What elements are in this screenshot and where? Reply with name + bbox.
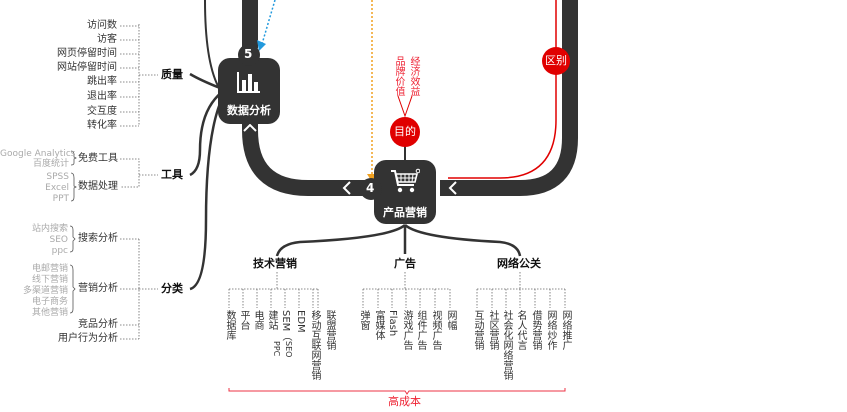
ads-label: 广告 [394, 257, 416, 270]
node-title: 数据分析 [227, 104, 271, 117]
quality-item: 退出率 [87, 91, 117, 102]
shopping-cart-icon [391, 168, 420, 193]
pr-item: 互动营销 [472, 310, 483, 350]
tool-sub-item: 百度统计 [32, 159, 69, 169]
tool-sub-item: SPSS [46, 172, 69, 182]
tech-item: 建站 [266, 310, 277, 330]
tech-item-sem: SEM（ [280, 310, 291, 342]
classify-label: 分类 [161, 282, 183, 295]
difference-line [448, 0, 557, 179]
tech-item: 数据库 [224, 310, 235, 340]
tools-sub-braces [70, 150, 77, 202]
ads-item: Flash [387, 310, 398, 337]
sem-sub-seo: SEO [284, 341, 293, 358]
blue-arrowhead [257, 40, 266, 51]
quality-item: 网页停留时间 [57, 48, 117, 59]
tech-item: 联盟营销 [324, 310, 335, 350]
purpose-badge[interactable]: 目的 [390, 117, 420, 147]
node-data-analysis[interactable]: 5 数据分析 [218, 44, 280, 124]
pr-item: 借势营销 [530, 310, 541, 350]
tool-sub-item: PPT [52, 194, 69, 204]
classify-sub-item: ppc [51, 246, 68, 256]
tech-item: 移动互联网营销 [309, 310, 320, 380]
high-cost-bracket [228, 388, 566, 395]
purpose-brand-value: 品牌价值 [393, 56, 404, 96]
tool-item-processing: 数据处理 [78, 181, 118, 192]
branch-classify [189, 93, 226, 291]
road-chevron-left [342, 181, 351, 195]
tech-marketing-label: 技术营销 [253, 257, 297, 270]
ads-item: 弹窗 [358, 310, 369, 330]
pr-item: 社会化网络营销 [501, 310, 512, 380]
node-number: 4 [366, 181, 375, 195]
node-product-marketing[interactable]: 4 产品营销 [360, 160, 436, 224]
classify-sub-item: 站内搜索 [31, 224, 68, 234]
branch-tools [189, 91, 223, 177]
top-partial-label: 指标 [95, 0, 125, 4]
classify-item-user-behavior: 用户行为分析 [58, 333, 118, 344]
node-title: 产品营销 [383, 206, 427, 219]
pr-comb [476, 272, 566, 308]
ads-item: 视频广告 [430, 310, 441, 350]
quality-item: 转化率 [87, 120, 117, 131]
tech-comb [228, 272, 319, 308]
pr-item: 社区营销 [487, 310, 498, 350]
quality-bracket [120, 24, 158, 127]
purpose-economic-benefit: 经济效益 [408, 56, 419, 96]
ads-item: 游戏广告 [401, 310, 412, 350]
classify-sub-item: 多渠道营销 [22, 286, 68, 296]
classify-sub-item: 其他营销 [31, 308, 68, 318]
tools-label: 工具 [161, 168, 183, 181]
classify-sub-item: SEO [49, 235, 68, 245]
pr-label: 网络公关 [497, 257, 541, 270]
ads-comb [362, 272, 451, 308]
node-number-bubble [238, 44, 260, 66]
classify-bracket [120, 238, 158, 340]
node-number-bubble [360, 178, 382, 200]
quality-label: 质量 [161, 68, 183, 81]
quality-item: 跳出率 [87, 76, 117, 87]
difference-badge[interactable]: 区别 [542, 47, 570, 75]
purpose-connector [397, 95, 413, 118]
bar-chart-icon [237, 72, 260, 93]
sem-sub-ppc: PPC [272, 341, 281, 357]
tools-bracket [120, 158, 158, 188]
road-right-curve [440, 0, 578, 196]
road-left-curve [242, 120, 370, 196]
pr-item: 名人代言 [515, 310, 526, 350]
road-chevron-left [448, 181, 457, 195]
tech-item: 平台 [238, 310, 249, 330]
node-number: 5 [244, 47, 253, 61]
classify-item-competitor: 竞品分析 [78, 319, 118, 330]
branch-pr [404, 223, 522, 257]
high-cost-note: 高成本 [388, 395, 421, 408]
tool-sub-item: Excel [45, 183, 69, 193]
quality-item: 访问数 [87, 20, 117, 31]
tool-item-free: 免费工具 [78, 153, 118, 164]
branch-tech [275, 223, 406, 257]
blue-dotted-arrow [261, 0, 276, 45]
tech-item: 电商 [252, 310, 263, 330]
ads-item: 富媒体 [373, 310, 384, 340]
classify-sub-item: 电邮营销 [31, 264, 68, 274]
branch-top [204, 0, 219, 87]
quality-item: 访客 [97, 34, 117, 45]
classify-sub-braces [69, 225, 76, 314]
classify-item-search: 搜索分析 [78, 233, 118, 244]
quality-item: 交互度 [87, 106, 117, 117]
classify-sub-item: 线下营销 [31, 275, 68, 285]
ads-item: 网幅 [445, 310, 456, 330]
classify-sub-item: 电子商务 [31, 297, 68, 307]
tech-item: EDM [295, 310, 306, 333]
classify-item-marketing: 营销分析 [78, 283, 118, 294]
ads-item: 组件广告 [415, 310, 426, 350]
pr-item: 网络推广 [560, 310, 571, 350]
quality-item: 网站停留时间 [57, 62, 117, 73]
branch-quality [189, 72, 221, 90]
pr-item: 网络炒作 [545, 310, 556, 350]
tool-sub-item: Google Analytics [0, 149, 76, 159]
road-chevron-up [243, 123, 257, 132]
